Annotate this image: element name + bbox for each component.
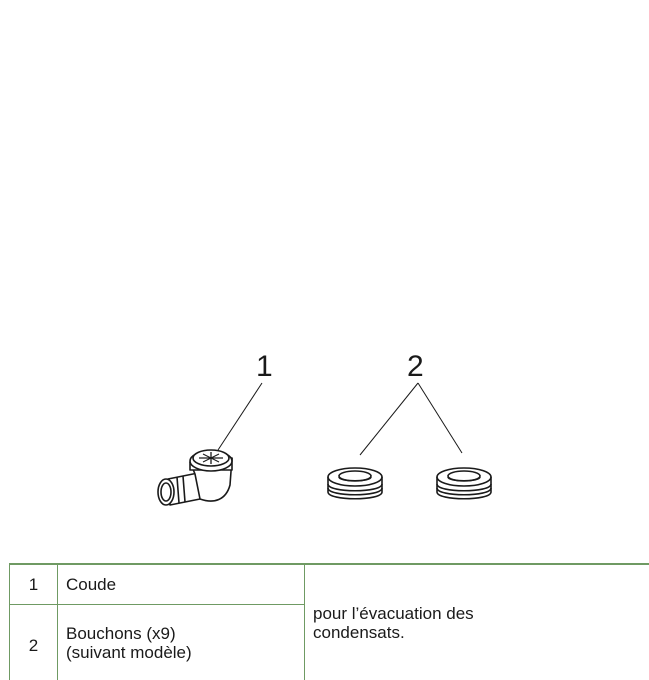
part-name-plugs: Bouchons (x9) (suivant modèle) bbox=[58, 605, 305, 680]
callout-number-1: 1 bbox=[256, 350, 273, 383]
callout-number-2: 2 bbox=[407, 350, 424, 383]
plug-drawing-left bbox=[328, 468, 382, 499]
part-name-line-1: Bouchons (x9) bbox=[66, 624, 304, 643]
part-number-1: 1 bbox=[10, 564, 58, 605]
leader-lines bbox=[218, 383, 462, 455]
usage-line-1: pour l’évacuation des bbox=[313, 604, 649, 623]
part-name-elbow: Coude bbox=[58, 564, 305, 605]
elbow-part-drawing bbox=[158, 450, 232, 505]
part-usage-description: pour l’évacuation des condensats. bbox=[305, 564, 649, 680]
usage-line-2: condensats. bbox=[313, 623, 649, 642]
plug-drawing-right bbox=[437, 468, 491, 499]
parts-illustration: 1 2 bbox=[0, 0, 649, 560]
table-row: 1 Coude pour l’évacuation des condensats… bbox=[10, 564, 649, 605]
parts-table: 1 Coude pour l’évacuation des condensats… bbox=[9, 563, 649, 680]
part-number-2: 2 bbox=[10, 605, 58, 680]
part-name-line-2: (suivant modèle) bbox=[66, 643, 304, 662]
